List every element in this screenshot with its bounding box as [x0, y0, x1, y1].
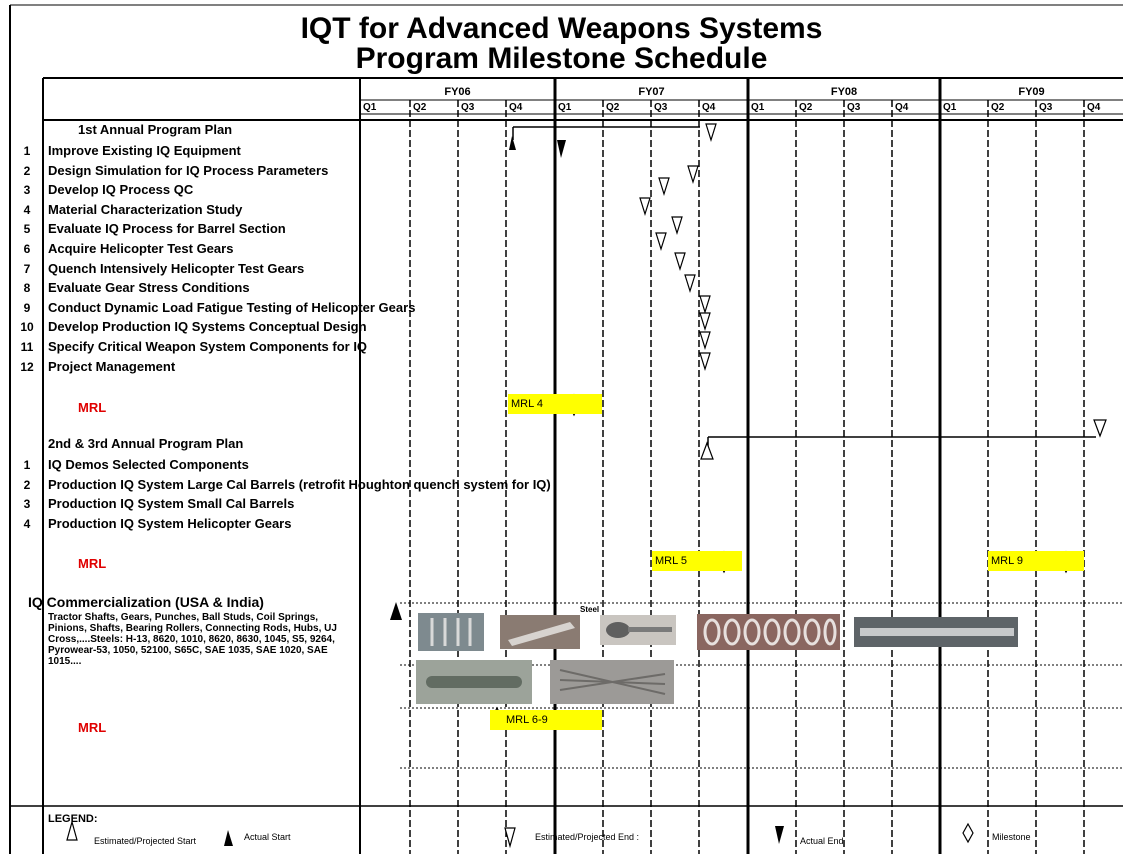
quarter-label: Q2 — [799, 102, 813, 113]
chart-title: IQT for Advanced Weapons Systems — [300, 12, 823, 45]
mrl-label: MRL — [78, 720, 107, 735]
mrl-badge-text: MRL 9 — [991, 555, 1023, 567]
task-number: 1 — [23, 144, 31, 158]
quarter-label: Q1 — [751, 102, 765, 113]
task-label: Production IQ System Helicopter Gears — [48, 515, 292, 531]
fy-label: FY06 — [444, 86, 471, 98]
quarter-label: Q2 — [413, 102, 427, 113]
mrl-label: MRL — [78, 400, 107, 415]
mrl-badge: MRL 5 — [652, 551, 742, 571]
task-label: Project Management — [48, 358, 176, 374]
quarter-label: Q2 — [606, 102, 620, 113]
task-label: Improve Existing IQ Equipment — [48, 143, 241, 158]
task-label: Production IQ System Large Cal Barrels (… — [48, 476, 551, 492]
quarter-label: Q4 — [509, 102, 523, 113]
task-number: 5 — [23, 222, 31, 237]
task-label: Acquire Helicopter Test Gears — [48, 241, 234, 256]
fy-label: FY07 — [638, 86, 665, 98]
legend-item: Actual End — [800, 836, 844, 846]
task-label: Production IQ System Small Cal Barrels — [48, 496, 295, 511]
task-label: Material Characterization Study — [48, 201, 243, 217]
quarter-label: Q3 — [654, 102, 668, 113]
task-number: 12 — [20, 359, 34, 374]
mrl-badge: MRL 6-9 — [490, 710, 602, 730]
task-number: 3 — [23, 183, 31, 198]
quarter-label: Q1 — [943, 102, 957, 113]
task-label: Quench Intensively Helicopter Test Gears — [48, 260, 305, 276]
mrl-badge: MRL 9 — [988, 551, 1084, 571]
chart-subtitle: Program Milestone Schedule — [355, 42, 768, 75]
task-label: IQ Demos Selected Components — [48, 457, 249, 472]
quarter-label: Q4 — [1087, 102, 1101, 113]
task-number: 2 — [23, 163, 31, 178]
commercial-description: Tractor Shafts, Gears, Punches, Ball Stu… — [48, 612, 337, 667]
task-number: 11 — [20, 340, 34, 354]
task-number: 8 — [23, 281, 31, 296]
mrl-badge-text: MRL 4 — [511, 398, 543, 410]
task-label: Develop IQ Process QC — [48, 182, 194, 198]
mrl-badge-text: MRL 5 — [655, 555, 687, 567]
quarter-label: Q3 — [461, 102, 475, 113]
task-label: Evaluate Gear Stress Conditions — [48, 280, 250, 296]
quarter-label: Q3 — [847, 102, 861, 113]
mrl-label: MRL — [78, 556, 107, 571]
quarter-label: Q3 — [1039, 102, 1053, 113]
section-header: 2nd & 3rd Annual Program Plan — [48, 436, 244, 451]
task-number: 1 — [23, 458, 31, 472]
fy-label: FY08 — [830, 86, 858, 98]
fy-label: FY09 — [1018, 86, 1045, 98]
mrl-badge-text: MRL 6-9 — [506, 714, 548, 726]
part-photos — [416, 613, 1018, 704]
task-number: 6 — [23, 242, 31, 256]
task-number: 9 — [23, 300, 31, 315]
task-label: Specify Critical Weapon System Component… — [48, 339, 368, 354]
mrl-badge: MRL 4 — [508, 394, 602, 414]
task-label: Conduct Dynamic Load Fatigue Testing of … — [48, 299, 416, 315]
legend-title: LEGEND: — [48, 813, 98, 825]
quarter-label: Q4 — [702, 102, 716, 113]
quarter-label: Q4 — [895, 102, 909, 113]
section-header: 1st Annual Program Plan — [78, 122, 233, 137]
task-number: 2 — [23, 477, 31, 492]
photo-caption: Steel — [580, 605, 600, 614]
legend-item: Estimated/Projected End : — [535, 832, 640, 842]
task-number: 4 — [23, 516, 31, 531]
task-number: 7 — [23, 261, 31, 276]
quarter-label: Q1 — [363, 102, 377, 113]
task-number: 3 — [23, 497, 31, 511]
legend-item: Estimated/Projected Start — [94, 836, 197, 846]
quarter-label: Q1 — [558, 102, 572, 113]
legend-item: Actual Start — [244, 832, 291, 842]
section-header: IQ Commercialization (USA & India) — [28, 594, 264, 610]
quarter-label: Q2 — [991, 102, 1005, 113]
task-number: 10 — [20, 320, 34, 335]
task-label: Develop Production IQ Systems Conceptual… — [48, 319, 367, 335]
task-number: 4 — [23, 202, 31, 217]
task-label: Design Simulation for IQ Process Paramet… — [48, 162, 329, 178]
legend-item: Milestone — [992, 832, 1031, 842]
task-label: Evaluate IQ Process for Barrel Section — [48, 221, 286, 237]
